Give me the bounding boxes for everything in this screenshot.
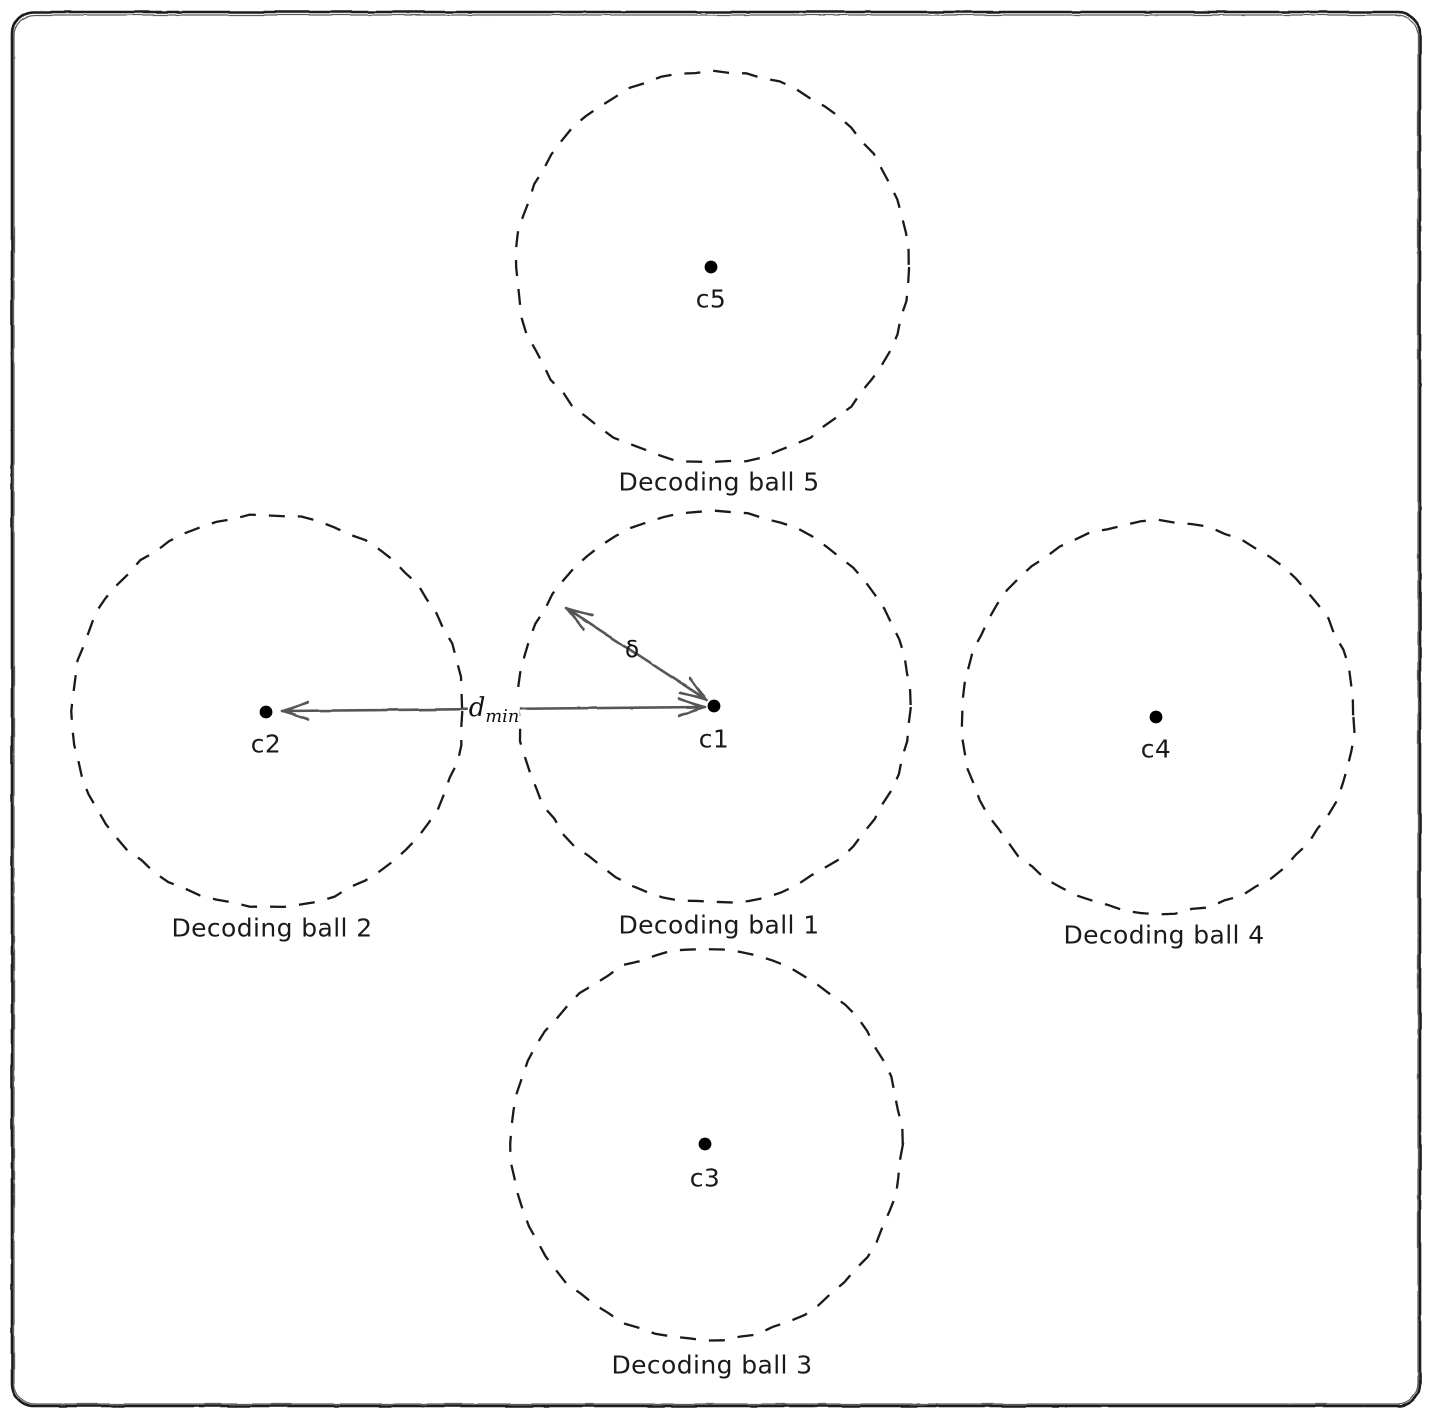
center-label-c5: c5	[695, 284, 727, 314]
decoding-ball-circle-5	[514, 69, 911, 464]
decoding-ball-circle-2	[70, 513, 464, 909]
dmin-label: dmin	[467, 692, 521, 728]
center-dot-c4	[1149, 710, 1163, 724]
center-dots-group	[259, 260, 1163, 1151]
center-dot-c3	[698, 1137, 712, 1151]
frame-border	[10, 10, 1422, 1408]
center-label-c4: c4	[1140, 734, 1172, 764]
decoding-ball-circle-1	[516, 509, 913, 904]
ball-caption-5: Decoding ball 5	[618, 467, 820, 497]
ball-caption-1: Decoding ball 1	[618, 910, 820, 940]
ball-caption-2: Decoding ball 2	[171, 913, 373, 943]
decoding-ball-circle-3	[509, 948, 905, 1342]
decoding-ball-circle-4	[960, 518, 1356, 916]
ball-caption-3: Decoding ball 3	[611, 1350, 813, 1380]
decoding-balls-group	[70, 69, 1356, 1342]
center-dot-c1	[707, 699, 721, 713]
dmin-subscript: min	[485, 707, 520, 728]
dmin-base: d	[468, 692, 486, 723]
center-label-c2: c2	[250, 729, 282, 759]
center-label-c1: c1	[698, 724, 730, 754]
ball-caption-4: Decoding ball 4	[1063, 920, 1265, 950]
center-dot-c5	[704, 260, 718, 274]
delta-label: δ	[624, 637, 640, 663]
center-label-c3: c3	[689, 1163, 721, 1193]
center-dot-c2	[259, 705, 273, 719]
delta-arrow	[564, 606, 709, 702]
